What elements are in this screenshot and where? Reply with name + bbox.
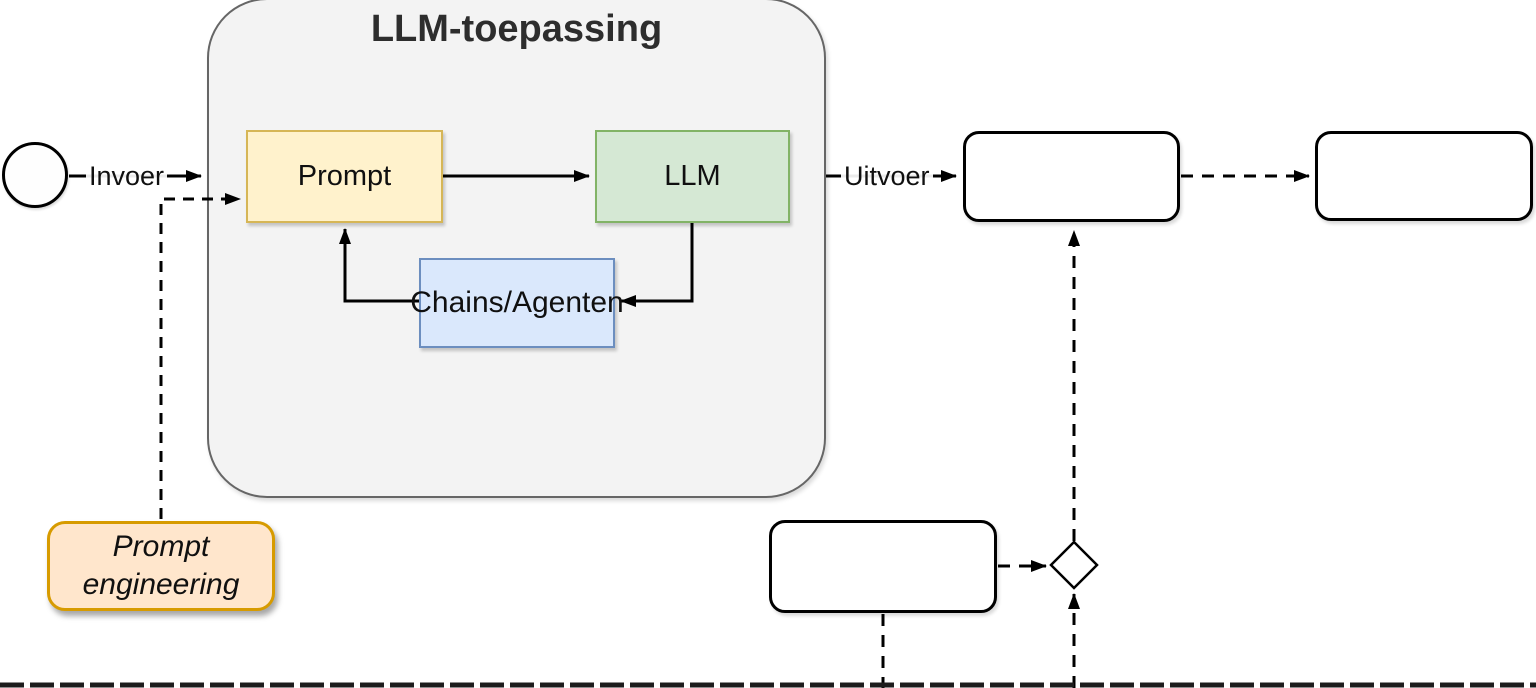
llm-node: LLM — [595, 130, 790, 223]
feedback-node — [769, 520, 997, 613]
prompt-engineering-label: Prompt engineering — [82, 530, 240, 601]
llm-node-label: LLM — [664, 160, 721, 192]
edge-llm-to-chains — [620, 223, 694, 307]
uitvoer-edge-label: Uitvoer — [841, 161, 933, 192]
edge-prompt-engineering-to-prompt — [159, 193, 241, 519]
followup-node — [1315, 131, 1533, 221]
prompt-node-label: Prompt — [297, 160, 392, 192]
edge-chains-to-prompt — [339, 228, 419, 303]
output-node — [963, 131, 1180, 222]
invoer-edge-label: Invoer — [86, 161, 168, 192]
start-circle — [2, 142, 68, 208]
container-title: LLM-toepassing — [370, 8, 663, 50]
chains-agents-node: Chains/Agenten — [410, 258, 624, 348]
decision-diamond — [1049, 540, 1099, 590]
prompt-engineering-node: Prompt engineering — [47, 521, 275, 611]
chains-agents-node-label: Chains/Agenten — [410, 286, 624, 319]
llm-application-container: LLM-toepassing — [207, 0, 826, 498]
prompt-node: Prompt — [246, 130, 443, 223]
